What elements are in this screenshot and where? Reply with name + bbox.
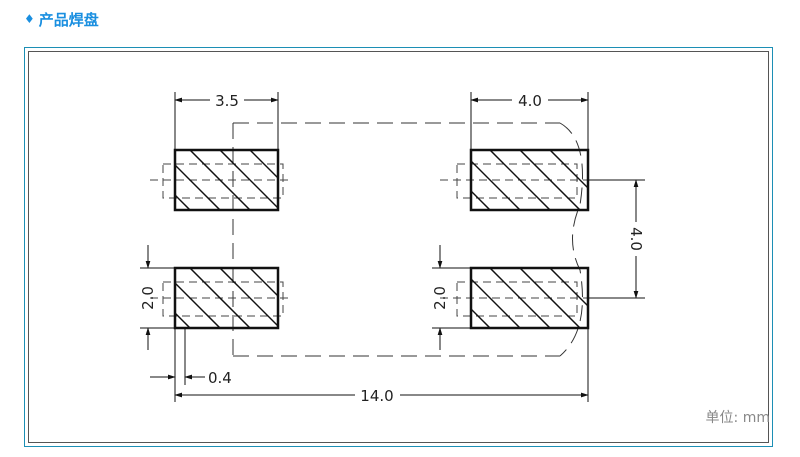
section-title: 产品焊盘 — [38, 10, 99, 29]
drawing-inner-border — [28, 51, 769, 443]
unit-label: 单位: mm — [705, 410, 770, 426]
dim-vertical-pitch-label: 4.0 — [627, 227, 645, 251]
dim-total-length-label: 14.0 — [360, 387, 393, 405]
drawing-frame — [24, 47, 773, 447]
dim-pad-height-right-label: 2.0 — [431, 286, 449, 310]
dim-pad-height-left-label: 2.0 — [139, 286, 157, 310]
diamond-icon: ♦ — [24, 12, 35, 26]
dimension-lines — [145, 97, 639, 398]
dim-offset-label: 0.4 — [208, 369, 232, 387]
pad-top-right — [469, 148, 590, 212]
dim-pad-width-label: 3.5 — [215, 92, 239, 110]
pad-bottom-left — [173, 266, 280, 330]
pad-inner-outlines — [150, 163, 600, 317]
pad-top-left — [173, 148, 280, 212]
package-outline — [232, 122, 583, 357]
section-header: ♦ 产品焊盘 — [24, 8, 99, 30]
dim-pad-width-right-label: 4.0 — [518, 92, 542, 110]
